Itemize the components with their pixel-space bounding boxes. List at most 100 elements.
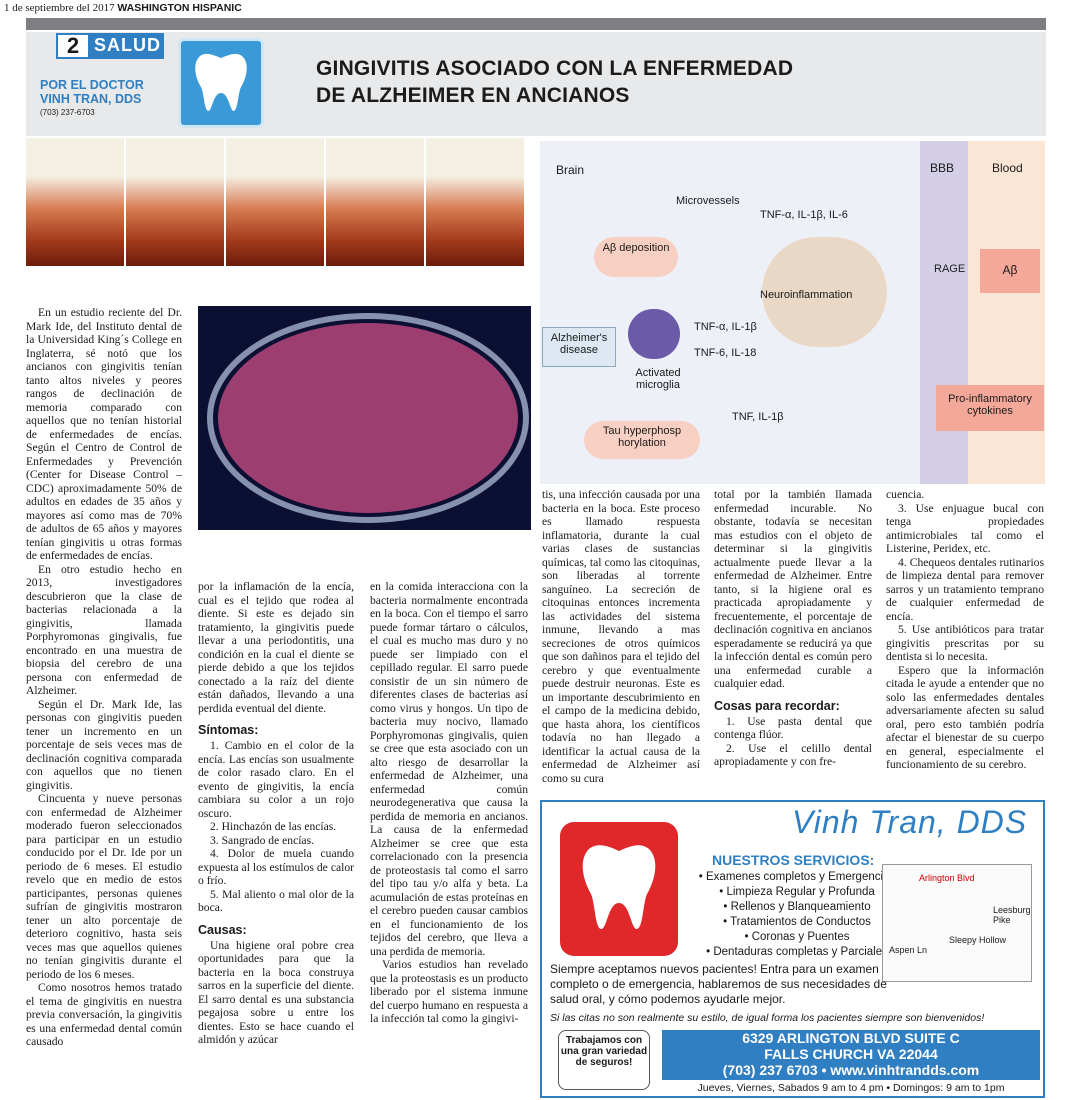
list-item: 3. Sangrado de encías.: [210, 833, 314, 847]
top-band: [26, 18, 1046, 30]
alzheimer-diagram: Brain BBB Blood Microvessels TNF-α, IL-1…: [540, 141, 1045, 484]
hours: Jueves, Viernes, Sabados 9 am to 4 pm • …: [697, 1082, 1005, 1094]
paragraph: Una higiene oral pobre crea oportunidade…: [198, 938, 354, 1047]
tooth-stage-2: [126, 138, 224, 266]
services-title: NUESTROS SERVICIOS:: [712, 852, 875, 868]
tooth-stage-1: [26, 138, 124, 266]
proinflammatory-box: Pro-inflammatory cytokines: [936, 385, 1044, 431]
service-item: • Rellenos y Blanqueamiento: [723, 901, 871, 913]
list-item: 2. Hinchazón de las encías.: [210, 820, 337, 833]
service-item: • Tratamientos de Conductos: [723, 916, 871, 928]
list-item: 3. Use enjuague bucal con tenga propieda…: [886, 501, 1044, 556]
label-bbb: BBB: [930, 161, 955, 175]
location-map: Arlington Blvd Aspen Ln Sleepy Hollow Le…: [882, 864, 1032, 982]
address-line-2: FALLS CHURCH VA 22044: [764, 1046, 938, 1062]
blood-band: [968, 141, 1045, 484]
paragraph: cuencia.: [886, 488, 925, 501]
service-item: • Coronas y Puentes: [744, 931, 850, 943]
things-heading: Cosas para recordar:: [714, 698, 840, 713]
ab-deposition-node: Aβ deposition: [594, 237, 678, 277]
label-cytokines-1: TNF-α, IL-1β, IL-6: [760, 209, 848, 221]
services-list: • Examenes completos y Emergencias • Lim…: [692, 870, 902, 960]
paragraph: Espero que la información citada le ayud…: [886, 663, 1044, 772]
ab-arrow: Aβ: [980, 249, 1040, 293]
list-item: 5. Mal aliento o mal olor de la boca.: [198, 887, 354, 915]
paragraph: en la comida interacciona con la bacteri…: [370, 580, 528, 958]
tooth-stage-5: [426, 138, 524, 266]
byline-name: VINH TRAN, DDS: [40, 92, 142, 106]
label-rage: RAGE: [934, 263, 966, 275]
list-item: 1. Use pasta dental que contenga flúor.: [714, 714, 872, 742]
tooth-icon: [195, 53, 247, 112]
column-1: En un estudio reciente del Dr. Mark Ide,…: [26, 306, 182, 1049]
paragraph: tis, una infección causada por una bacte…: [542, 488, 700, 785]
label-blood: Blood: [992, 161, 1023, 175]
column-4: tis, una infección causada por una bacte…: [542, 488, 700, 785]
label-neuroinflammation: Neuroinflammation: [760, 289, 853, 301]
bacteria-micrograph: [198, 306, 531, 530]
ad-italic-note: Si las citas no son realmente su estilo,…: [550, 1012, 985, 1024]
date: 1 de septiembre del 2017: [4, 2, 115, 14]
paragraph: Cincuenta y nueve personas con enfermeda…: [26, 792, 182, 981]
column-6: cuencia. 3. Use enjuague bucal con tenga…: [886, 488, 1044, 772]
microglia-illustration: [628, 309, 680, 359]
service-item: • Examenes completos y Emergencias: [698, 871, 896, 883]
address-line-1: 6329 ARLINGTON BLVD SUITE C: [742, 1030, 960, 1046]
brain-illustration: [762, 237, 887, 347]
tooth-icon: [582, 845, 656, 930]
byline-phone: (703) 237-6703: [40, 108, 95, 117]
bacteria-image: [207, 313, 529, 523]
column-5: total por la también llamada enfermedad …: [714, 488, 872, 769]
paragraph: por la inflamación de la encía, cual es …: [198, 580, 354, 715]
list-item: 4. Chequeos dentales rutinarios de limpi…: [886, 555, 1044, 623]
service-item: • Dentaduras completas y Parciales: [706, 946, 888, 958]
headline-line2: DE ALZHEIMER EN ANCIANOS: [316, 84, 630, 107]
masthead: 1 de septiembre del 2017 WASHINGTON HISP…: [4, 2, 242, 14]
paragraph: En otro estudio hecho en 2013, investiga…: [26, 562, 182, 698]
symptoms-heading: Síntomas:: [198, 723, 259, 737]
dentist-ad: Vinh Tran, DDS NUESTROS SERVICIOS: • Exa…: [540, 800, 1045, 1098]
label-microvessels: Microvessels: [676, 195, 740, 207]
byline: POR EL DOCTOR VINH TRAN, DDS (703) 237-6…: [40, 78, 180, 120]
paragraph: Varios estudios han revelado que la prot…: [370, 958, 528, 1025]
bbb-band: [920, 141, 968, 484]
section-number: 2: [56, 33, 90, 59]
paper-name: WASHINGTON HISPANIC: [117, 2, 242, 14]
service-item: • Limpieza Regular y Profunda: [719, 886, 875, 898]
headline: GINGIVITIS ASOCIADO CON LA ENFERMEDAD DE…: [316, 55, 836, 109]
paragraph: Según el Dr. Mark Ide, las personas con …: [26, 697, 182, 792]
label-cytokines-4: TNF, IL-1β: [732, 411, 784, 423]
paragraph: Como nosotros hemos tratado el tema de g…: [26, 981, 182, 1048]
label-cytokines-3: TNF-6, IL-18: [694, 347, 757, 359]
label-activated-microglia: Activated microglia: [635, 367, 681, 391]
alzheimers-node: Alzheimer's disease: [542, 327, 616, 367]
gingivitis-stages-image: [26, 138, 526, 266]
phone-website: (703) 237 6703 • www.vinhtrandds.com: [722, 1062, 980, 1078]
map-label: Leesburg Pike: [993, 905, 1031, 925]
ad-title: Vinh Tran, DDS: [792, 804, 1028, 840]
paragraph: En un estudio reciente del Dr. Mark Ide,…: [26, 306, 182, 562]
map-label: Sleepy Hollow: [949, 935, 1007, 945]
byline-by: POR EL DOCTOR: [40, 78, 144, 92]
map-label: Arlington Blvd: [919, 873, 975, 883]
tooth-stage-3: [226, 138, 324, 266]
label-brain: Brain: [556, 163, 585, 177]
label-cytokines-2: TNF-α, IL-1β: [694, 321, 757, 333]
list-item: 2. Use el celillo dental apropiadamente …: [714, 741, 872, 769]
column-3: en la comida interacciona con la bacteri…: [370, 580, 528, 1026]
insurance-badge: Trabajamos con una gran variedad de segu…: [558, 1030, 650, 1090]
section-name: SALUD: [94, 35, 161, 55]
list-item: 1. Cambio en el color de la encía. Las e…: [198, 739, 354, 820]
map-label: Aspen Ln: [889, 945, 928, 955]
list-item: 4. Dolor de muela cuando expuesta al los…: [198, 847, 354, 887]
address-block: 6329 ARLINGTON BLVD SUITE C FALLS CHURCH…: [662, 1030, 1040, 1080]
causes-heading: Causas:: [198, 922, 247, 937]
ad-tooth-logo: [560, 822, 678, 956]
column-2: por la inflamación de la encía, cual es …: [198, 580, 354, 1047]
ad-text: Siempre aceptamos nuevos pacientes! Entr…: [550, 962, 887, 1006]
tau-node: Tau hyperphosp horylation: [584, 421, 700, 459]
headline-line1: GINGIVITIS ASOCIADO CON LA ENFERMEDAD: [316, 57, 794, 80]
tooth-logo: [178, 38, 264, 128]
paragraph: total por la también llamada enfermedad …: [714, 488, 872, 690]
tooth-stage-4: [326, 138, 424, 266]
